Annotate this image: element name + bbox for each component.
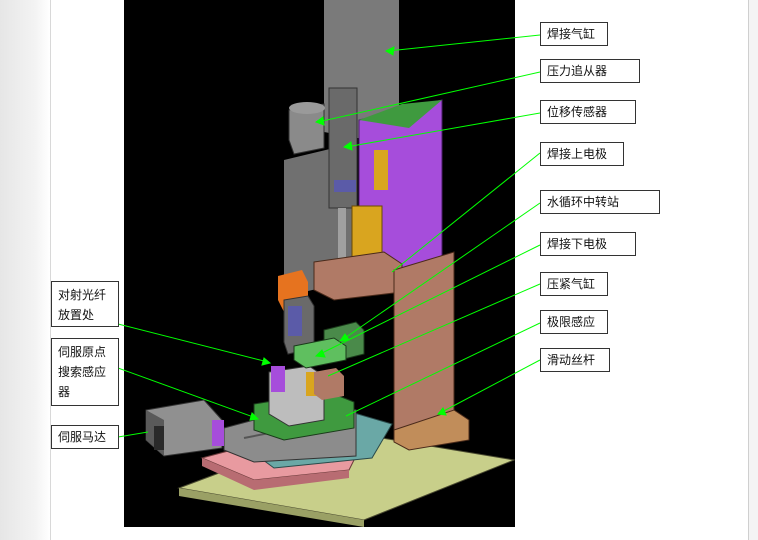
label-servo-motor: 伺服马达	[51, 425, 119, 449]
label-clamping-cylinder: 压紧气缸	[540, 272, 608, 296]
machine-drawing	[145, 0, 516, 527]
label-displacement-sensor: 位移传感器	[540, 100, 636, 124]
label-fiber-placement: 对射光纤放置处	[51, 281, 119, 327]
gold-block-upper	[374, 150, 388, 190]
pink-plate-side	[202, 458, 349, 490]
machine-3d-render	[124, 0, 516, 527]
page-margin-right	[748, 0, 758, 540]
lower-fixture-purple	[271, 366, 285, 392]
page-margin-left	[0, 0, 51, 540]
base-plate-side	[179, 488, 364, 527]
copper-column	[393, 251, 455, 441]
clamping-cylinder	[314, 368, 344, 400]
servo-motor-coupler	[212, 420, 224, 446]
label-water-cooling-station: 水循环中转站	[540, 190, 660, 214]
label-upper-electrode: 焊接上电极	[540, 142, 624, 166]
label-sliding-screw: 滑动丝杆	[540, 348, 610, 372]
label-welding-cylinder: 焊接气缸	[540, 22, 608, 46]
label-servo-home-sensor: 伺服原点搜索感应器	[51, 338, 119, 406]
label-pressure-follower: 压力追从器	[540, 59, 640, 83]
label-lower-electrode: 焊接下电极	[540, 232, 636, 256]
gold-block-lower	[351, 205, 383, 259]
label-limit-sensor: 极限感应	[540, 310, 608, 334]
